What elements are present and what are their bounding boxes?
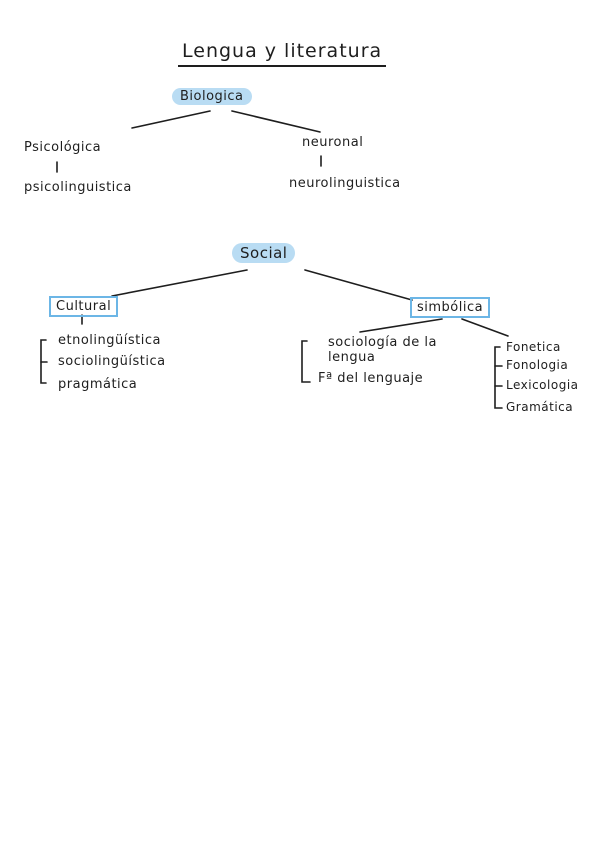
node-psicologica: Psicológica — [24, 140, 102, 155]
bracket-simbolica-left — [301, 340, 311, 383]
line-simbolica-left — [359, 318, 443, 333]
line-biologica-psicologica — [131, 110, 211, 129]
simbolica-right-item: Lexicologia — [506, 378, 579, 392]
node-psicolinguistica: psicolinguistica — [24, 180, 132, 195]
node-neurolinguistica: neurolinguistica — [289, 176, 401, 191]
cultural-item: pragmática — [58, 377, 138, 392]
simbolica-left-item: Fª del lenguaje — [318, 371, 424, 386]
node-neuronal: neuronal — [302, 135, 364, 150]
cultural-item: sociolingüística — [58, 354, 166, 369]
node-simbolica: simbólica — [410, 297, 491, 318]
simbolica-right-item: Fonetica — [506, 340, 561, 354]
node-social: Social — [232, 243, 296, 263]
simbolica-right-item: Fonologia — [506, 358, 569, 372]
cultural-item: etnolingüística — [58, 333, 161, 348]
node-cultural: Cultural — [49, 296, 119, 317]
bracket-simbolica-right — [494, 346, 503, 409]
line-simbolica-right — [461, 318, 509, 337]
line-social-cultural — [111, 269, 248, 297]
page-title: Lengua y literatura — [178, 40, 387, 67]
line-social-simbolica — [304, 269, 413, 301]
simbolica-left-item: sociología de la lengua — [328, 335, 437, 365]
line-biologica-neuronal — [231, 110, 321, 133]
node-biologica: Biologica — [172, 88, 252, 105]
simbolica-right-item: Gramática — [506, 400, 574, 414]
